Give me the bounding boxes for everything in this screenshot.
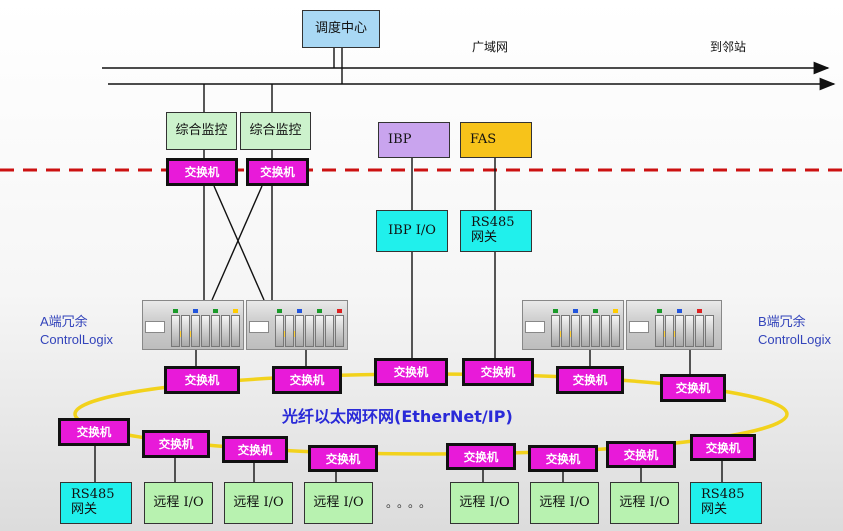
switch-monitor-2: 交换机 [246,158,309,186]
wan-label: 广域网 [472,40,509,54]
switch-monitor-1: 交换机 [166,158,238,186]
fas-rs485-gateway: RS485 网关 [460,210,532,252]
side-b-line1: B端冗余 [758,314,806,329]
side-b-label: B端冗余 ControlLogix [758,313,831,349]
ring-network-label: 光纤以太网环网(EtherNet/IP) [282,407,513,426]
gateway-line2: 网关 [471,230,498,245]
rs485-gateway-left: RS485 网关 [60,482,132,524]
plc-rack-icon [626,300,722,350]
side-a-line2: ControlLogix [40,332,113,347]
ring-switch: 交换机 [272,366,342,394]
ring-switch: 交换机 [142,430,210,458]
gateway-line1: RS485 [701,487,745,503]
integrated-monitoring-box-2: 综合监控 [240,112,311,150]
gateway-line2: 网关 [701,502,728,517]
fas-box: FAS [460,122,532,158]
ring-switch: 交换机 [446,443,516,470]
ring-switch: 交换机 [606,441,676,468]
ring-switch: 交换机 [222,436,288,463]
side-a-line1: A端冗余 [40,314,88,329]
gateway-line2: 网关 [71,502,98,517]
gateway-line1: RS485 [71,487,115,503]
ring-switch: 交换机 [164,366,240,394]
side-a-label: A端冗余 ControlLogix [40,313,113,349]
remote-io-box: 远程 I/O [224,482,293,524]
ibp-box: IBP [378,122,450,158]
to-next-station-label: 到邻站 [710,40,747,54]
side-b-line2: ControlLogix [758,332,831,347]
ring-switch: 交换机 [462,358,534,386]
remote-io-box: 远程 I/O [530,482,599,524]
ring-switch: 交换机 [58,418,130,446]
remote-io-box: 远程 I/O [304,482,373,524]
ring-switch: 交换机 [374,358,448,386]
ring-switch: 交换机 [690,434,756,461]
ibp-io-box: IBP I/O [376,210,448,252]
ring-switch: 交换机 [556,366,624,394]
integrated-monitoring-box-1: 综合监控 [166,112,237,150]
rs485-gateway-right: RS485 网关 [690,482,762,524]
ring-switch: 交换机 [308,445,378,472]
remote-io-box: 远程 I/O [450,482,519,524]
plc-rack-icon [522,300,624,350]
remote-io-box: 远程 I/O [144,482,213,524]
plc-rack-icon [246,300,348,350]
dispatch-center-box: 调度中心 [302,10,380,48]
remote-io-box: 远程 I/O [610,482,679,524]
plc-rack-icon [142,300,244,350]
ellipsis: 。。。。 [386,496,437,510]
ring-switch: 交换机 [660,374,726,402]
ring-switch: 交换机 [528,445,598,472]
gateway-line1: RS485 [471,215,515,231]
